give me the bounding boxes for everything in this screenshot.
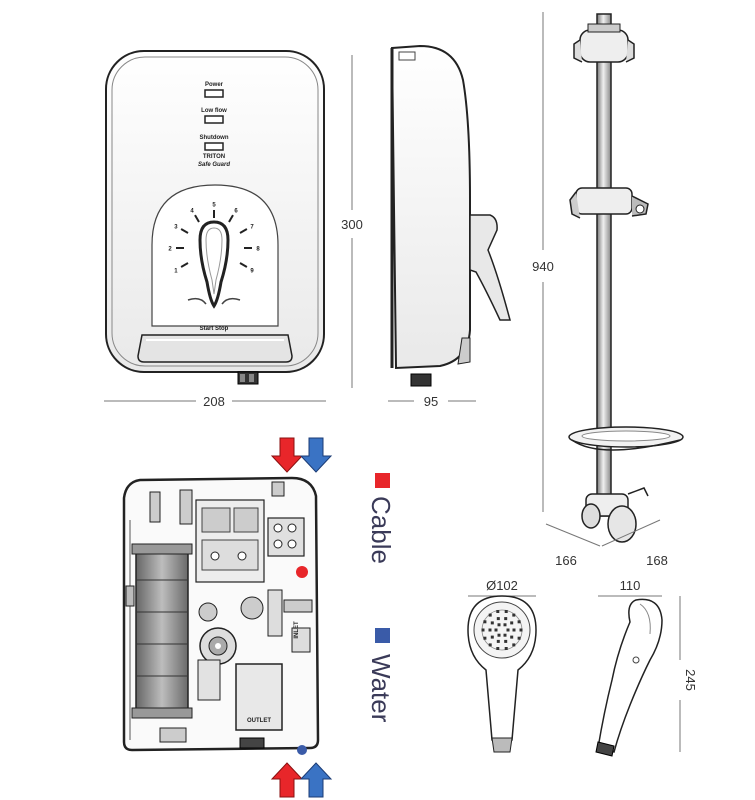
svg-text:Power: Power — [205, 82, 224, 88]
svg-text:300: 300 — [341, 217, 363, 232]
svg-text:168: 168 — [646, 553, 668, 568]
shower-head-front: Ø102 — [467, 578, 537, 753]
dial-number: 1 — [174, 269, 178, 275]
inlet-label: INLET — [294, 621, 300, 639]
nozzle — [504, 639, 508, 643]
water-entry-dot — [297, 745, 307, 755]
nozzle — [490, 621, 494, 625]
rail-bottom-bracket — [581, 487, 649, 543]
indicator-low-flow: Low flow — [201, 108, 227, 124]
dimension-front-height: 300 — [341, 55, 363, 388]
cable-arrow-bottom — [270, 762, 304, 798]
legend-water-swatch — [375, 628, 390, 643]
dial-tick — [239, 262, 248, 268]
nozzle — [506, 628, 510, 632]
nozzle — [488, 628, 492, 632]
nozzle — [512, 643, 516, 647]
nozzle — [483, 620, 487, 624]
nozzle — [490, 635, 494, 639]
cable-arrow-top — [270, 437, 304, 473]
dial-number: 9 — [250, 269, 254, 275]
indicator-power: Power — [204, 82, 224, 98]
dial-number: 5 — [212, 203, 216, 209]
legend: Cable Water — [366, 473, 396, 723]
svg-text:Low flow: Low flow — [201, 108, 227, 114]
svg-text:Shutdown: Shutdown — [200, 135, 229, 141]
svg-text:940: 940 — [532, 259, 554, 274]
nozzle — [496, 617, 500, 621]
legend-cable-swatch — [375, 473, 390, 488]
dimension-rail-footprint: 166 168 — [545, 519, 668, 568]
dial-scale: 1 2 3 4 5 6 7 8 9 — [168, 203, 260, 275]
dial-number: 7 — [250, 225, 254, 231]
nozzle — [483, 636, 487, 640]
outlet-label: OUTLET — [247, 718, 271, 724]
soap-dish — [568, 426, 684, 451]
dial-tick — [180, 228, 189, 234]
nozzle — [496, 647, 500, 650]
dial-number: 8 — [256, 247, 260, 253]
front-view: Power Low flow Shutdown TRITON Safe Guar… — [105, 50, 325, 385]
head-width-label: 110 — [620, 578, 641, 593]
temperature-dial — [198, 220, 230, 309]
nozzle — [496, 639, 500, 643]
rail-slider — [569, 187, 649, 219]
nozzle — [512, 628, 516, 632]
nozzle — [510, 621, 514, 625]
nozzle — [497, 623, 501, 627]
brand-subtitle: Safe Guard — [198, 162, 230, 168]
internal-view: OUTLET INLET — [122, 476, 320, 752]
nozzle — [519, 628, 523, 632]
dial-number: 4 — [190, 208, 194, 214]
nozzle — [517, 636, 521, 640]
nozzle — [481, 628, 485, 632]
nozzle — [496, 610, 500, 613]
outlet-box — [235, 663, 283, 731]
riser-rail — [568, 13, 684, 543]
nozzle — [497, 633, 501, 637]
nozzle — [503, 623, 507, 627]
nozzle — [510, 635, 514, 639]
svg-text:166: 166 — [555, 553, 577, 568]
indicator-shutdown: Shutdown — [200, 135, 229, 151]
dial-number: 6 — [234, 208, 238, 214]
dimension-rail-height: 940 — [532, 12, 554, 512]
nozzle — [517, 620, 521, 624]
nozzle — [512, 613, 516, 617]
svg-text:95: 95 — [424, 394, 438, 409]
nozzle — [504, 617, 508, 621]
dial-tick — [228, 214, 234, 223]
water-arrow-bottom — [299, 762, 333, 798]
dimension-front-width: 208 — [104, 394, 326, 409]
cable-entry-dot — [296, 566, 308, 578]
dial-tick — [239, 228, 248, 234]
nozzle — [488, 613, 492, 617]
dimension-side-depth: 95 — [388, 394, 476, 409]
head-diameter-label: Ø102 — [486, 578, 518, 593]
dial-tick — [194, 214, 200, 223]
head-length-label: 245 — [683, 669, 698, 691]
heater-tank — [135, 547, 189, 715]
water-arrow-top — [299, 437, 333, 473]
shower-head-side: 110 245 — [595, 578, 698, 757]
nozzle — [504, 610, 508, 613]
dial-number: 2 — [168, 247, 172, 253]
nozzle — [494, 628, 498, 632]
side-view — [390, 44, 511, 387]
dial-number: 3 — [174, 225, 178, 231]
side-dial-knob — [469, 214, 511, 321]
nozzle — [504, 647, 508, 650]
dial-tick — [180, 262, 189, 268]
nozzle — [488, 643, 492, 647]
start-stop-button — [137, 334, 293, 363]
legend-water-label: Water — [366, 654, 396, 723]
legend-cable-label: Cable — [366, 496, 396, 564]
rail-top-bracket — [573, 23, 635, 63]
brand-logo: TRITON — [203, 154, 225, 160]
start-stop-label: Start Stop — [200, 326, 229, 332]
svg-text:208: 208 — [203, 394, 225, 409]
nozzle — [503, 633, 507, 637]
